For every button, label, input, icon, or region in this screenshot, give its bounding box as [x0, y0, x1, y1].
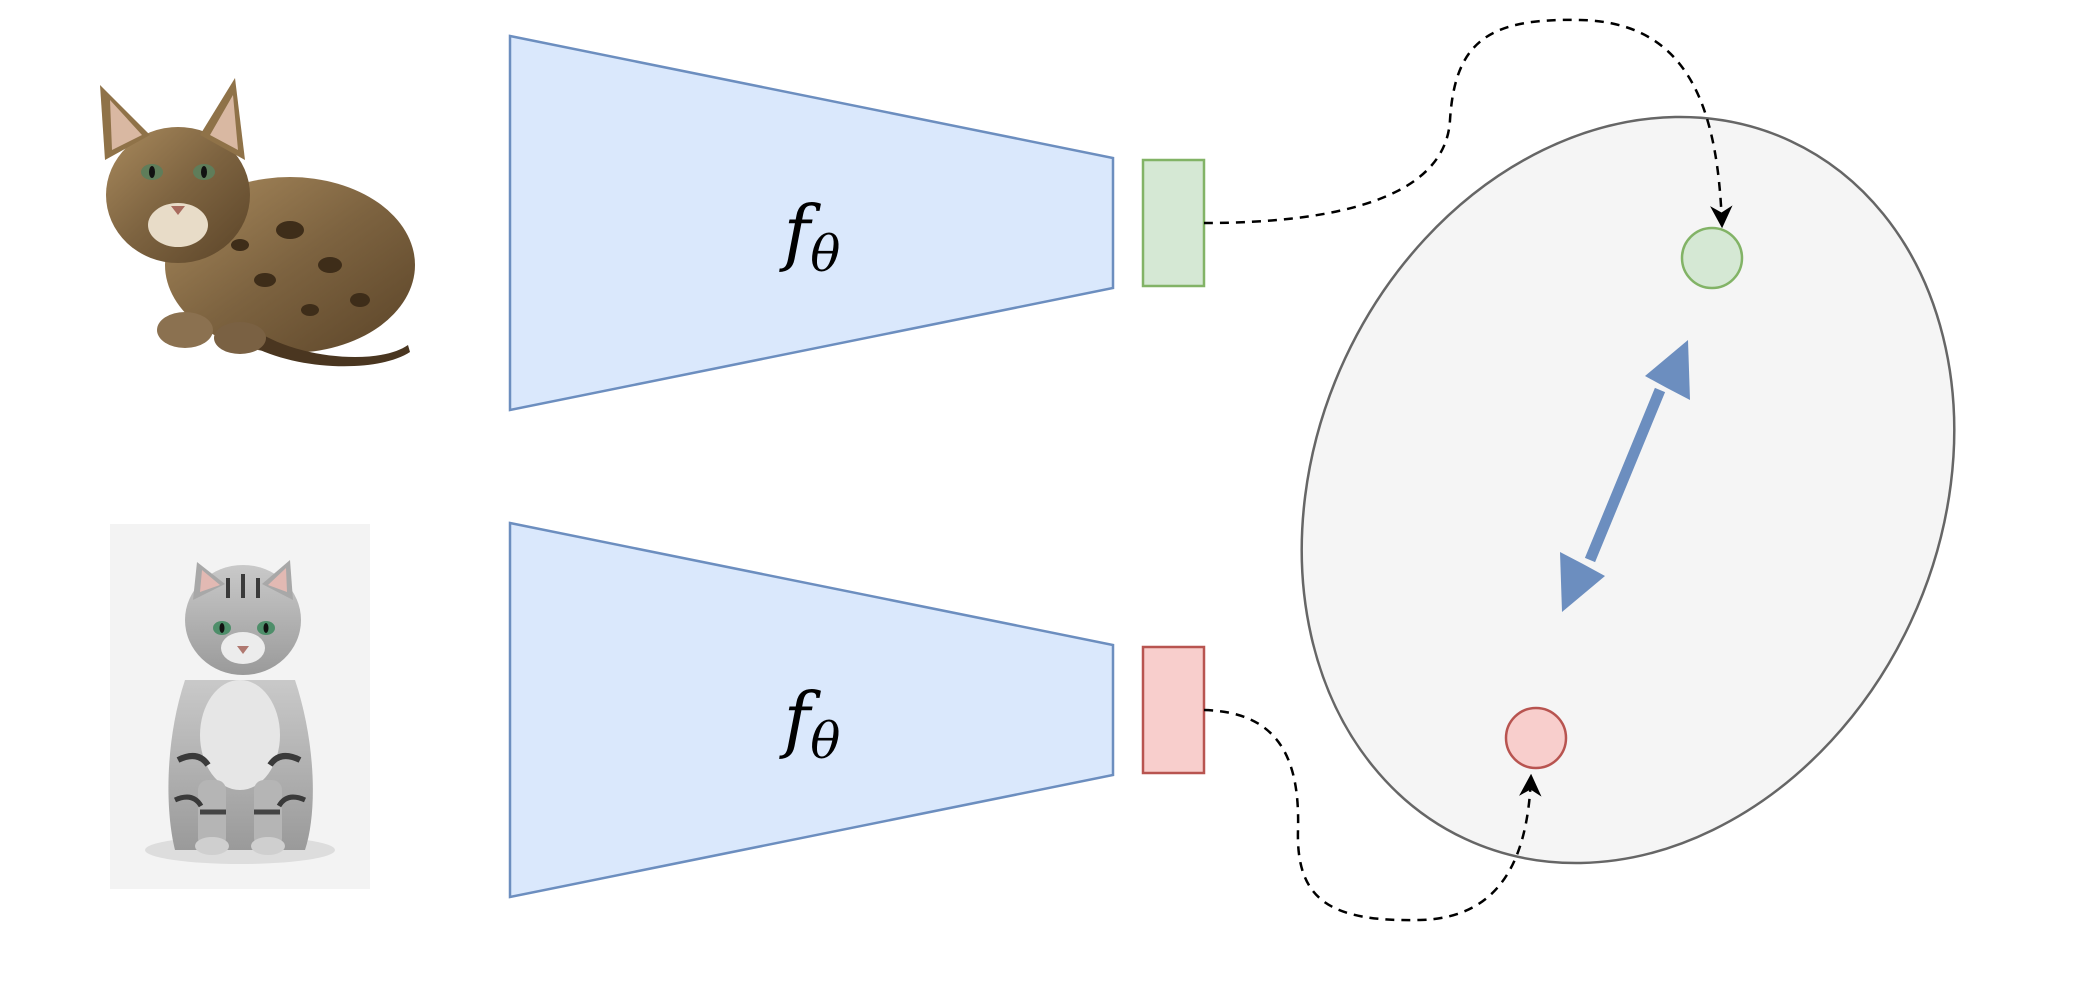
embedding-point-red: [1504, 706, 1568, 770]
distance-double-arrow: [1560, 340, 1690, 612]
cat-image-top: [100, 78, 415, 367]
cat-image-bottom: [110, 524, 370, 889]
embedding-point-green: [1680, 226, 1744, 290]
encoder-top: fθ: [508, 34, 1115, 412]
latent-space: [1300, 115, 1956, 865]
embedding-vector-green: [1141, 158, 1206, 288]
encoder-bottom: fθ: [508, 521, 1115, 899]
connector-bottom: [1203, 708, 1542, 922]
embedding-vector-red: [1141, 645, 1206, 775]
encoder-top-subscript: θ: [810, 225, 840, 283]
encoder-bottom-subscript: θ: [810, 712, 840, 770]
connector-top: [1203, 18, 1733, 229]
